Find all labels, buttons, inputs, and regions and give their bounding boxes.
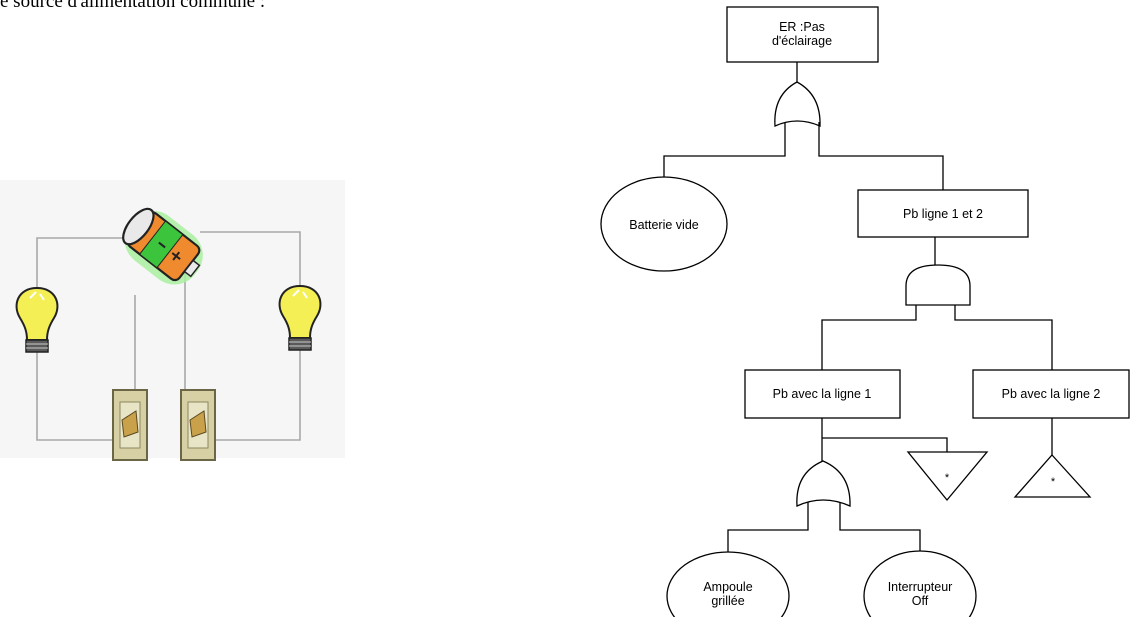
or-gate-top: [774, 81, 821, 127]
event-pb-ligne-1: [744, 369, 901, 419]
transfer-triangle-up: [1013, 454, 1092, 498]
and-gate: [905, 264, 971, 306]
bulb-right-icon: [278, 284, 322, 351]
ampoule-label-line2: grillée: [711, 594, 744, 608]
pb-ligne-2-label: Pb avec la ligne 2: [1002, 387, 1101, 401]
transfer-down-symbol: *: [945, 472, 950, 484]
pb-lignes-label: Pb ligne 1 et 2: [903, 207, 983, 221]
fault-tree-labels: ER :Pas d'éclairage Batterie vide Pb lig…: [629, 20, 1100, 608]
transfer-up-symbol: *: [1051, 476, 1056, 488]
interrupteur-label-line2: Off: [912, 594, 929, 608]
interrupteur-label-line1: Interrupteur: [888, 580, 953, 594]
event-ampoule-grillee: [666, 551, 790, 617]
header-text-fragment: e source d'alimentation commune :: [0, 0, 266, 12]
ampoule-label-line1: Ampoule: [703, 580, 752, 594]
event-pb-ligne-2: [972, 369, 1130, 419]
circuit-illustration: [0, 180, 345, 461]
event-interrupteur-off: [863, 550, 977, 617]
or-gate-bottom: [796, 460, 851, 507]
switch-right: [180, 389, 216, 461]
pb-ligne-1-label: Pb avec la ligne 1: [773, 387, 872, 401]
fault-tree: [600, 6, 1130, 617]
switch-left: [112, 389, 148, 461]
top-event-box: [726, 6, 879, 63]
event-pb-lignes: [857, 189, 1029, 238]
battery-icon: [122, 207, 203, 285]
batterie-vide-label: Batterie vide: [629, 218, 699, 232]
top-event-label-line1: ER :Pas: [779, 20, 825, 34]
event-batterie-vide: [600, 176, 728, 272]
transfer-triangle-down: [906, 451, 989, 502]
bulb-left-icon: [15, 286, 59, 353]
top-event-label-line2: d'éclairage: [772, 34, 832, 48]
